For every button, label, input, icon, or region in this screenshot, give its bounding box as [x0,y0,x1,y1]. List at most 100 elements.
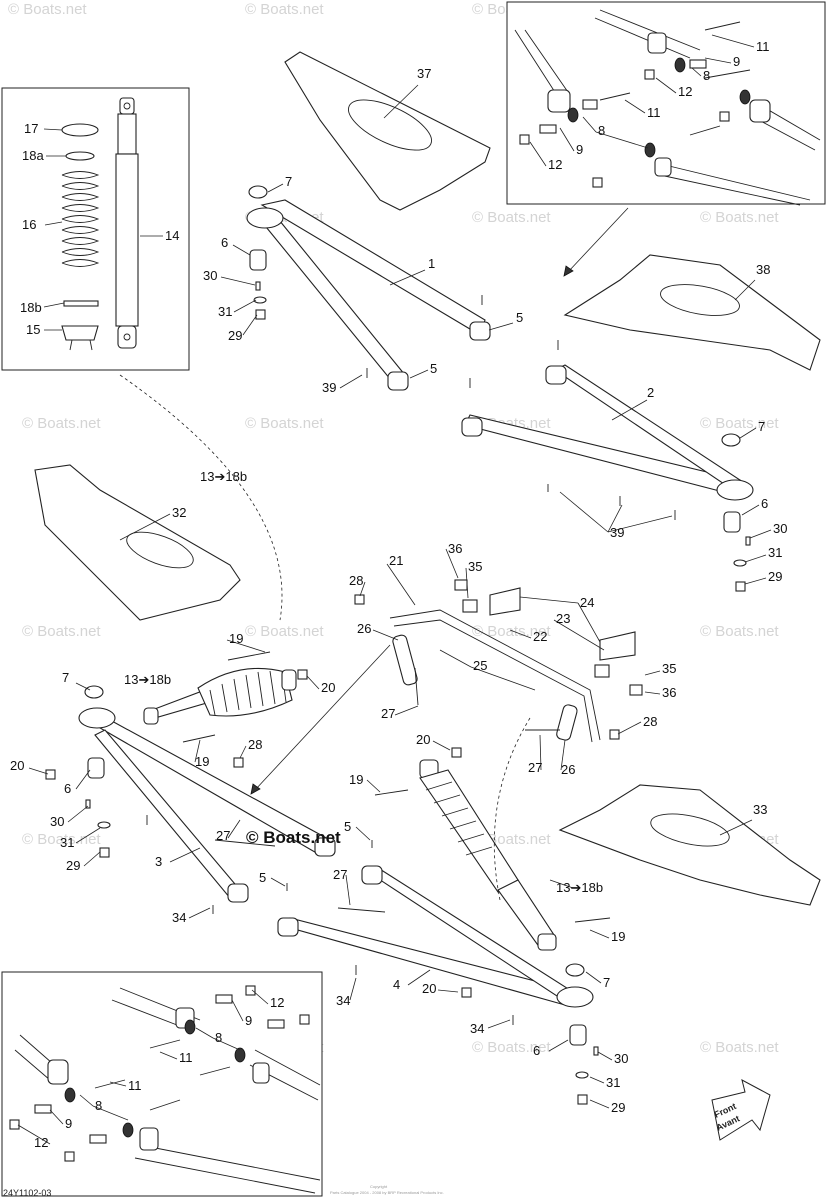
nut-28 [354,594,365,605]
leader-line [577,602,601,643]
bushing-35 [462,599,478,613]
nut-12 [592,177,603,188]
leader-line [270,877,286,887]
part-number-label: 34 [336,993,350,1008]
part-number-label: 18b [20,300,42,315]
leader-line [195,1027,214,1039]
bolt [182,651,611,923]
nut-20 [461,987,472,998]
watermark: © Boats.net [700,623,779,640]
leader-line [549,879,574,889]
washer-31 [575,1071,589,1079]
part-number-label: 7 [285,174,292,189]
figure-code: 24Y1102-03 [3,1188,51,1198]
leader-line [394,705,419,716]
arm-end-boss [469,321,491,341]
screw-5 [286,295,559,891]
ball-joint-housing [716,479,754,501]
part-number-label: 6 [64,781,71,796]
a-arm-4 [277,865,594,1008]
part-number-label: 5 [430,361,437,376]
part-number-label: 26 [561,762,575,777]
bracket-24 [599,631,636,661]
bushing-assembly-top [514,9,821,206]
bushing-assembly-bottom [9,985,321,1194]
leader-line [242,314,258,336]
sway-bar-22 [389,609,601,743]
leader-line [386,563,416,606]
sleeve-9 [215,994,233,1004]
bushing-8 [64,1087,76,1103]
shock-eye [537,933,557,951]
guard-opening [348,99,432,151]
leader-line [655,77,677,94]
part-number-label: 34 [470,1021,484,1036]
part-number-label: 13➔18b [200,469,247,484]
leader-line [359,581,366,597]
part-number-label: 36 [448,541,462,556]
watermark: © Boats.net [245,623,324,640]
part-number-label: 25 [473,658,487,673]
part-number-label: 19 [349,772,363,787]
part-number-label: 20 [321,680,335,695]
circlip-7 [721,433,741,447]
nut-12 [245,985,256,996]
leader-line [67,805,89,823]
arm-end-boss [252,1062,270,1084]
spring-coils [425,781,493,856]
eye-bore [123,102,131,110]
leader-line [582,116,597,133]
watermark: © Boats.net [22,415,101,432]
spring-seat-15 [61,325,99,341]
nut-20 [45,769,56,780]
part-number-label: 29 [66,858,80,873]
leader-line [617,721,642,735]
leader-line [233,299,257,313]
nut-20 [451,747,462,758]
leader-line [487,1019,511,1029]
bolt-11 [94,1039,231,1111]
part-number-label: 17 [24,121,38,136]
leader-line [559,491,609,533]
spring-stopper-17 [61,123,99,137]
retainer-18a [65,151,95,161]
bushing-8 [567,107,579,123]
part-number-label: 7 [758,419,765,434]
ball-joint-housing [556,986,594,1008]
part-number-label: 35 [662,661,676,676]
part-number-label: 20 [416,732,430,747]
leader-line [437,989,459,993]
part-number-label: 29 [228,328,242,343]
eye-bore [123,333,131,341]
watermark: © Boats.net [245,1,324,18]
ball-joint-stack-c [45,685,111,858]
leader-line [548,1039,569,1052]
spring-coils [209,670,287,716]
nut-12 [9,1119,20,1130]
spacer-18b [63,300,99,307]
part-number-label: 8 [215,1030,222,1045]
nut-12 [719,111,730,122]
coil-spring-16 [61,171,100,267]
part-number-label: 2 [647,385,654,400]
part-number-label: 7 [62,670,69,685]
dashed-path [493,717,531,901]
part-number-label: 5 [344,819,351,834]
part-number-label: 14 [165,228,179,243]
leader-line [75,827,101,844]
sleeve-9 [89,1134,107,1144]
leader-line [704,57,732,64]
part-number-label: 4 [393,977,400,992]
nut-29 [735,581,746,592]
washer-31 [97,821,111,829]
nut-28 [609,729,620,740]
part-number-label: 9 [65,1116,72,1131]
leader-line [227,819,241,839]
sleeve-9 [539,124,557,134]
leader-line [739,427,757,439]
bushing-8 [122,1122,134,1138]
ball-joint-6 [569,1024,587,1046]
sleeve-9 [689,59,707,69]
